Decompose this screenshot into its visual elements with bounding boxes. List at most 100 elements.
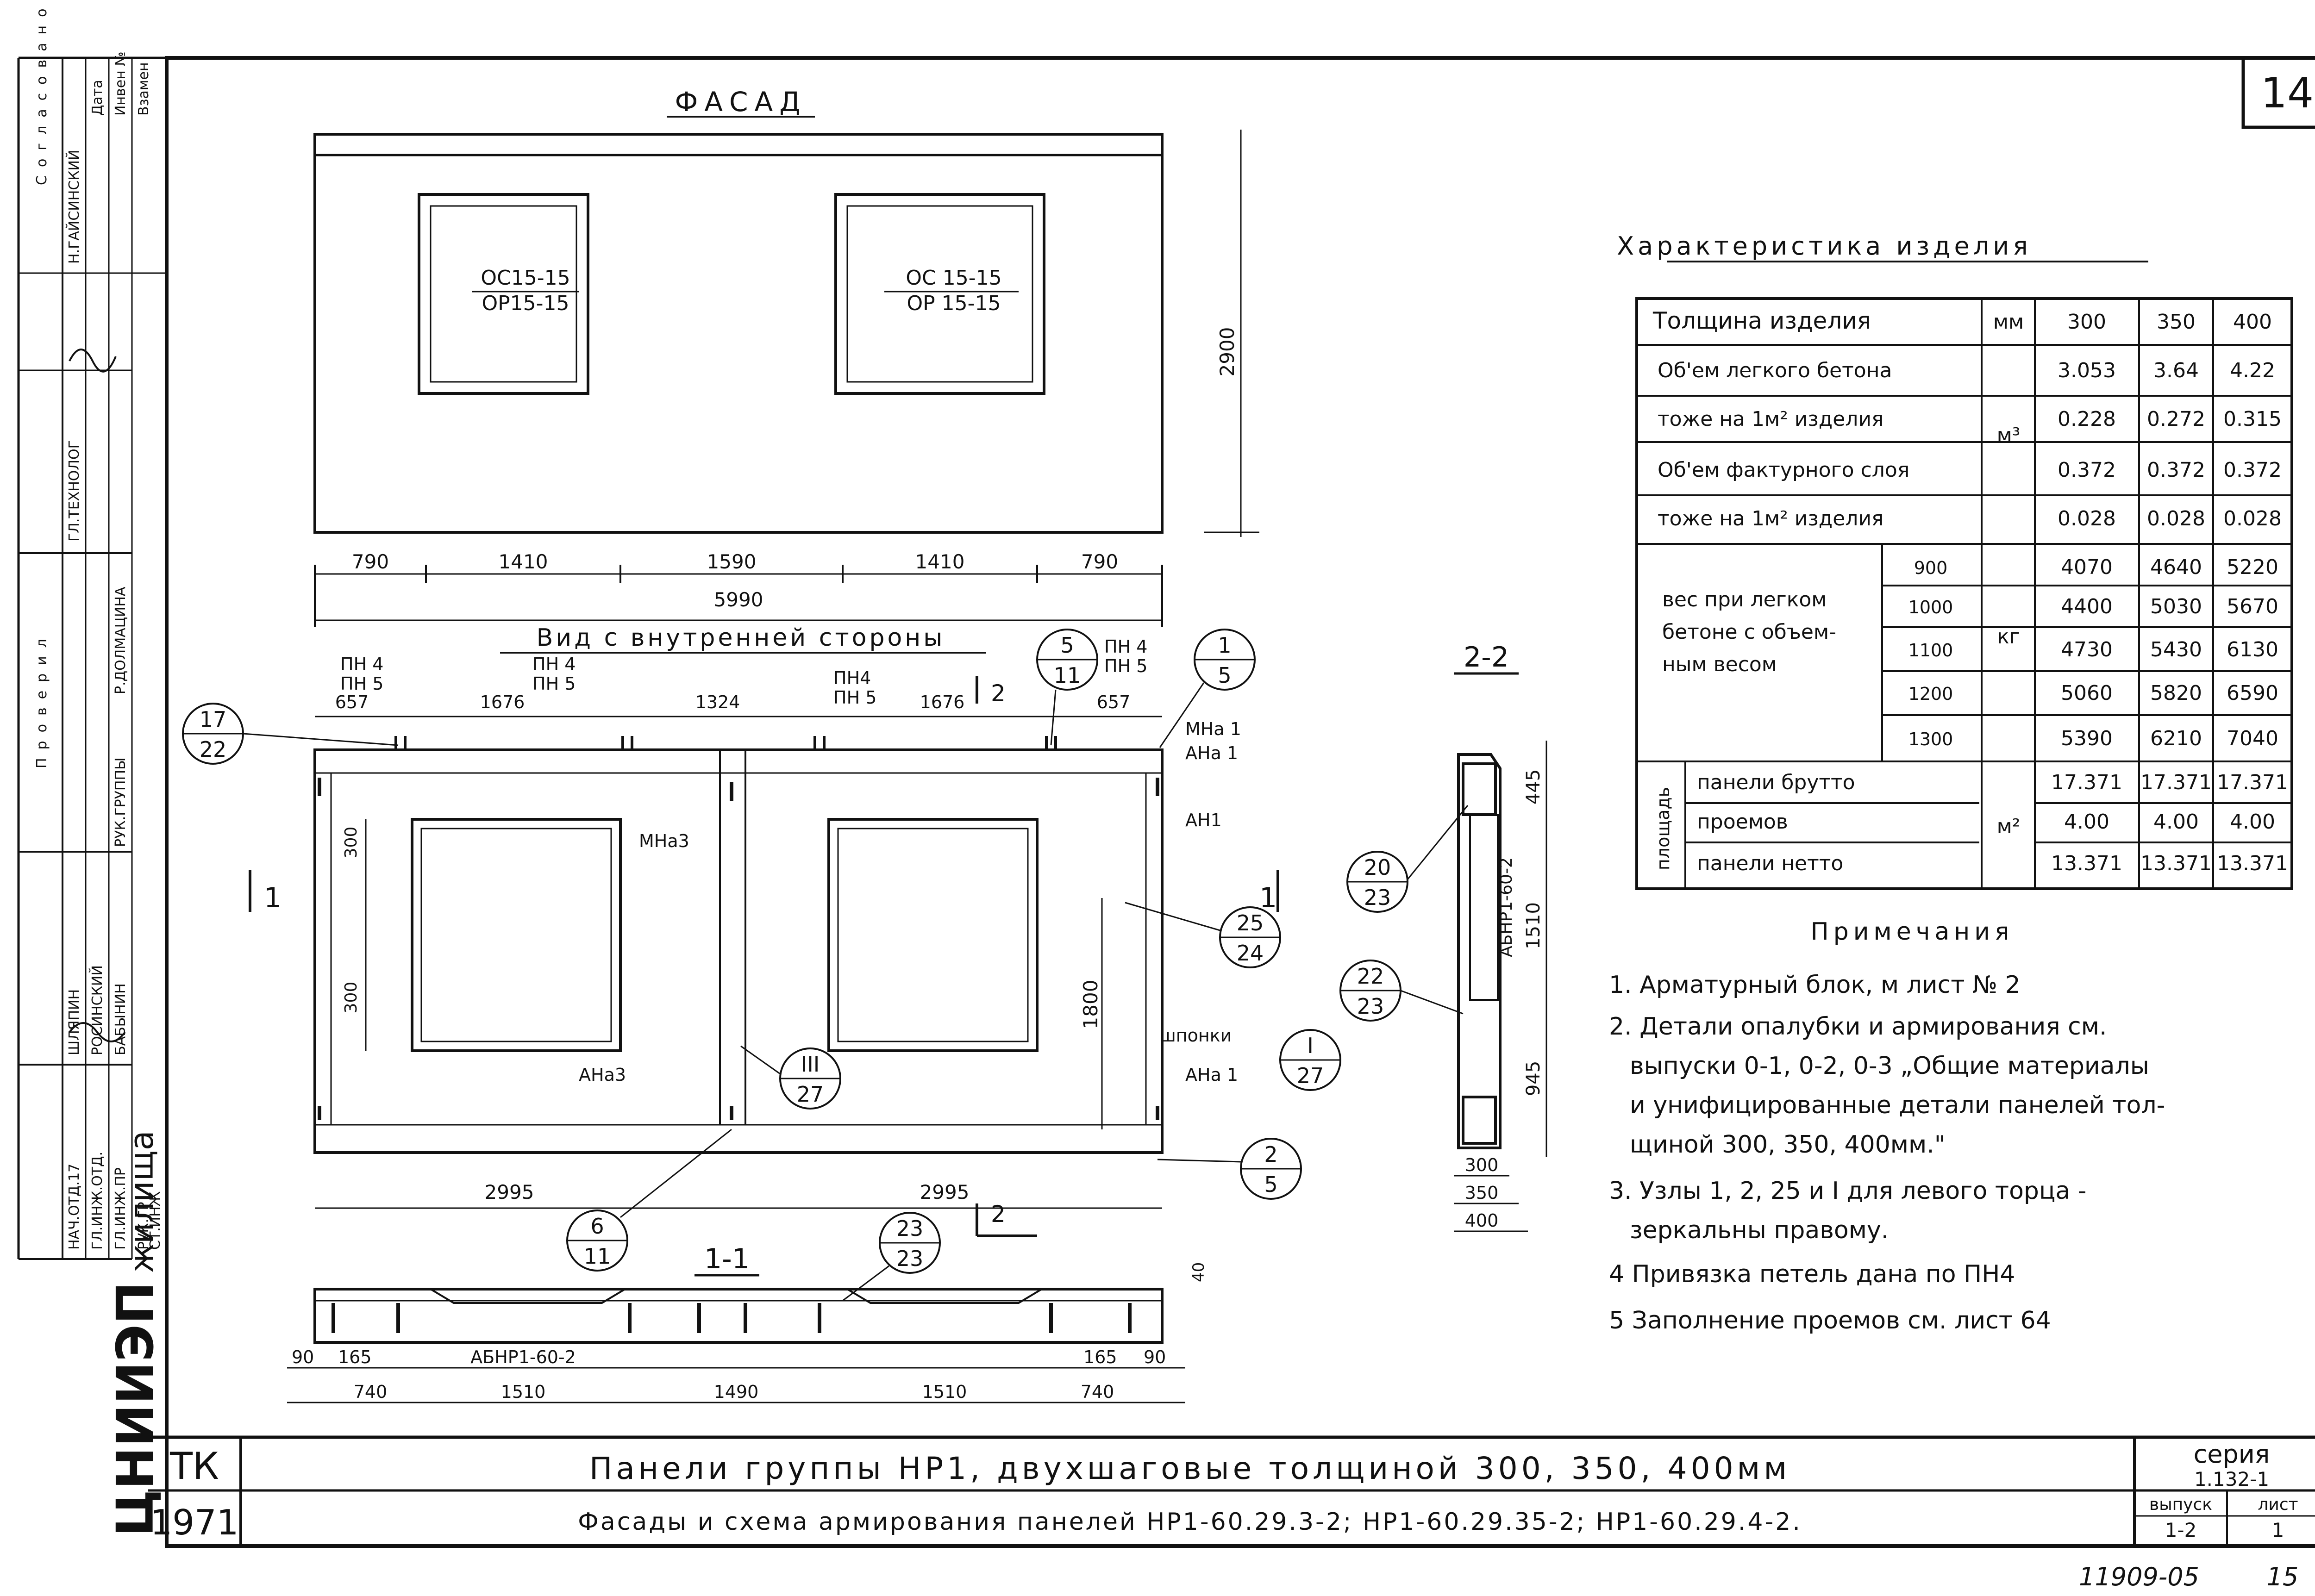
weight-label-0: вес при легком [1662, 588, 1827, 611]
th-2: 300 [2067, 310, 2106, 334]
row2-v0: 0.372 [2058, 458, 2116, 482]
th-3: 350 [2157, 310, 2196, 334]
area-unit: м² [1997, 815, 2021, 838]
section11-title: 1-1 [704, 1243, 750, 1275]
dim-300b: 300 [342, 982, 361, 1014]
characteristics-table: Характеристика изделия Толщина изделия [1617, 231, 2293, 890]
stamp-series-label: серия [2194, 1440, 2270, 1469]
s11-label: АБНР1-60-2 [470, 1347, 576, 1367]
callout-bot: 11 [1054, 663, 1081, 688]
s11-small-0: 90 [292, 1347, 314, 1367]
w3-v1: 5820 [2150, 681, 2202, 705]
side-name-3: РУК.ГРУППЫ [113, 758, 129, 847]
callout-top: 6 [590, 1214, 604, 1239]
callout-bot: 27 [797, 1082, 824, 1107]
label-shponki: шпонки [1160, 1025, 1232, 1046]
row1-v0: 0.228 [2058, 407, 2116, 431]
side-n2-0: ШЛЯПИН [66, 989, 82, 1055]
side-col-2: Взамен [136, 62, 152, 116]
weight-label-2: ным весом [1662, 653, 1777, 676]
row2-label: Об'ем фактурного слоя [1658, 458, 1909, 482]
row3-v2: 0.028 [2223, 507, 2282, 530]
pn5-a: ПН 5 [340, 673, 383, 694]
callout-top: 22 [1357, 964, 1384, 989]
callout-top: 1 [1218, 633, 1231, 658]
section22-title: 2-2 [1464, 641, 1509, 673]
w2-d: 1100 [1908, 640, 1953, 661]
s22-t-2: 400 [1465, 1210, 1499, 1231]
a0-v1: 17.371 [2140, 771, 2212, 794]
row3-v0: 0.028 [2058, 507, 2116, 530]
w0-v2: 5220 [2227, 555, 2278, 579]
a2-v0: 13.371 [2051, 852, 2122, 875]
th-1: мм [1993, 310, 2024, 334]
pn5-c: ПН 5 [833, 687, 876, 708]
a2-v1: 13.371 [2140, 852, 2212, 875]
callout-top: 25 [1237, 910, 1264, 935]
cut-2-top: 2 [991, 680, 1006, 707]
side-checked: Проверил [34, 630, 50, 768]
s22-label: АБНР1-60-2 [1497, 857, 1516, 957]
notes: Примечания 1. Арматурный блок, м лист № … [1609, 918, 2165, 1334]
callout-top: 5 [1060, 633, 1074, 658]
callout-17-22: 17 22 [182, 703, 399, 765]
th-0: Толщина изделия [1652, 307, 1871, 334]
row0-v2: 4.22 [2230, 359, 2275, 382]
a0-v0: 17.371 [2051, 771, 2122, 794]
sheet-frame: 14 [165, 56, 2315, 1548]
cut-1-right: 1 [1259, 882, 1277, 914]
section-2-2: 2-2 445 1510 945 АБНР1-60-2 300 350 400 [1454, 641, 1547, 1232]
side-n2-2: БАБЫНИН [113, 983, 129, 1055]
side-name-0: Н.ГАЙСИНСКИЙ [66, 150, 82, 264]
callout-20-23: 20 23 [1346, 805, 1469, 913]
signature-mark-2 [69, 349, 117, 373]
label-ana1: АНа 1 [1185, 743, 1238, 763]
pn4-c: ПН4 [833, 668, 871, 688]
fdim-2: 1590 [707, 550, 757, 573]
s11-small-3: 90 [1144, 1347, 1166, 1367]
a2-label: панели нетто [1697, 852, 1843, 875]
side-col-1: Инвен № [113, 51, 129, 116]
row1-v1: 0.272 [2147, 407, 2205, 431]
w3-v2: 6590 [2227, 681, 2278, 705]
pn4-b: ПН 4 [532, 654, 576, 674]
callouts: 17 22 5 11 1 5 25 24 I 27 I [182, 629, 1469, 1302]
s22-v-1: 1510 [1523, 902, 1544, 949]
w3-v0: 5060 [2061, 681, 2113, 705]
a1-v1: 4.00 [2153, 810, 2199, 834]
a1-v2: 4.00 [2230, 810, 2275, 834]
pn4-d: ПН 4 [1104, 636, 1147, 657]
row2-v2: 0.372 [2223, 458, 2282, 482]
callout-2-5: 2 5 [1157, 1138, 1302, 1200]
callout-top: 20 [1364, 855, 1391, 880]
s11-dim-2: 1490 [714, 1382, 759, 1402]
w4-d: 1300 [1908, 729, 1953, 749]
stamp-sheet-label: лист [2258, 1495, 2298, 1514]
w2-v1: 5430 [2150, 638, 2202, 661]
s11-dim-0: 740 [354, 1382, 388, 1402]
title-block: ТК 1971 Панели группы НР1, двухшаговые т… [148, 1435, 2315, 1591]
tdim-1: 1676 [480, 692, 525, 712]
w0-d: 900 [1914, 558, 1948, 578]
a0-label: панели брутто [1697, 771, 1855, 794]
callout-bot: 24 [1237, 941, 1264, 966]
th-4: 400 [2233, 310, 2272, 334]
cut-1-left: 1 [264, 882, 282, 914]
org-logo-2: жилища [123, 1130, 161, 1273]
tdim-2: 1324 [695, 692, 740, 712]
w1-d: 1000 [1908, 597, 1953, 617]
side-n2-1: РОСИНСКИЙ [89, 965, 106, 1055]
a1-v0: 4.00 [2064, 810, 2109, 834]
side-agreed: Согласовано [34, 0, 50, 185]
facade-win2-bot: ОР 15-15 [907, 292, 1001, 315]
stamp-year: 1971 [150, 1502, 239, 1543]
w4-v0: 5390 [2061, 727, 2113, 750]
fdim-1: 1410 [499, 550, 548, 573]
callout-I-27: I 27 [1279, 1029, 1341, 1091]
row1-label: тоже на 1м² изделия [1658, 407, 1883, 431]
facade-win1-bot: ОР15-15 [482, 292, 569, 315]
facade-height: 2900 [1216, 327, 1239, 377]
signature-mark [69, 1022, 126, 1042]
callout-top: I [1307, 1033, 1314, 1058]
note-line-2: выпуски 0-1, 0-2, 0-3 „Общие материалы [1630, 1052, 2149, 1080]
